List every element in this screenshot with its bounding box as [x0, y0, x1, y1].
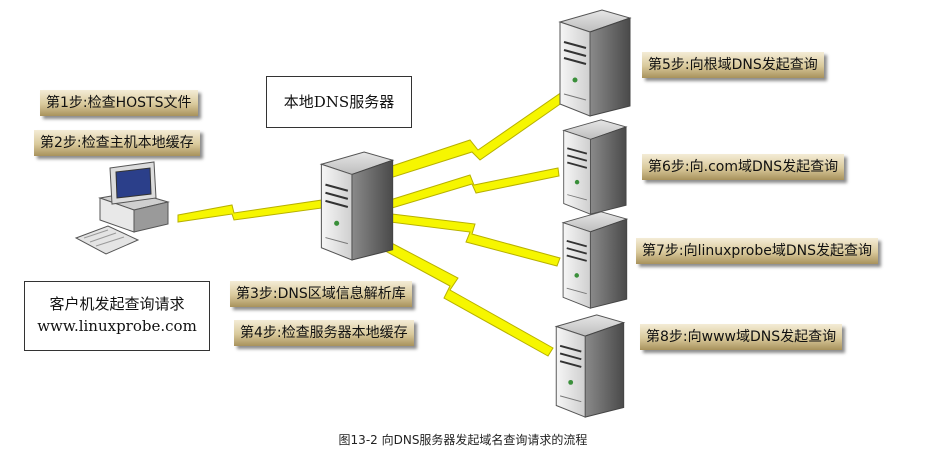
local-dns-label-box: 本地DNS服务器 — [266, 76, 412, 128]
lightning-links — [177, 91, 567, 357]
step-2-label: 第2步:检查主机本地缓存 — [34, 130, 200, 156]
step-3-label: 第3步:DNS区域信息解析库 — [230, 281, 412, 307]
linuxprobe-dns-server-icon — [562, 210, 628, 310]
root-dns-server-icon — [559, 9, 631, 117]
lightning-dns-to-www — [375, 237, 554, 357]
step-6-label: 第6步:向.com域DNS发起查询 — [642, 154, 845, 180]
step-5-label: 第5步:向根域DNS发起查询 — [642, 52, 824, 78]
lightning-dns-to-com — [389, 167, 560, 209]
client-computer-icon — [74, 161, 170, 255]
local-dns-label: 本地DNS服务器 — [283, 93, 395, 111]
local-dns-server-icon — [320, 150, 394, 262]
lightning-dns-to-linuxprobe — [389, 213, 561, 267]
figure-caption: 图13-2 向DNS服务器发起域名查询请求的流程 — [338, 433, 588, 447]
lightning-client-to-dns — [177, 199, 323, 223]
com-dns-server-icon — [562, 118, 628, 216]
www-dns-server-icon — [555, 313, 625, 419]
step-4-label: 第4步:检查服务器本地缓存 — [234, 320, 414, 346]
step-1-label: 第1步:检查HOSTS文件 — [40, 90, 198, 116]
client-label-line2: www.linuxprobe.com — [37, 317, 197, 335]
client-label-box: 客户机发起查询请求 www.linuxprobe.com — [24, 281, 210, 351]
client-label-line1: 客户机发起查询请求 — [49, 295, 185, 313]
step-8-label: 第8步:向www域DNS发起查询 — [640, 324, 843, 350]
step-7-label: 第7步:向linuxprobe域DNS发起查询 — [636, 238, 878, 264]
